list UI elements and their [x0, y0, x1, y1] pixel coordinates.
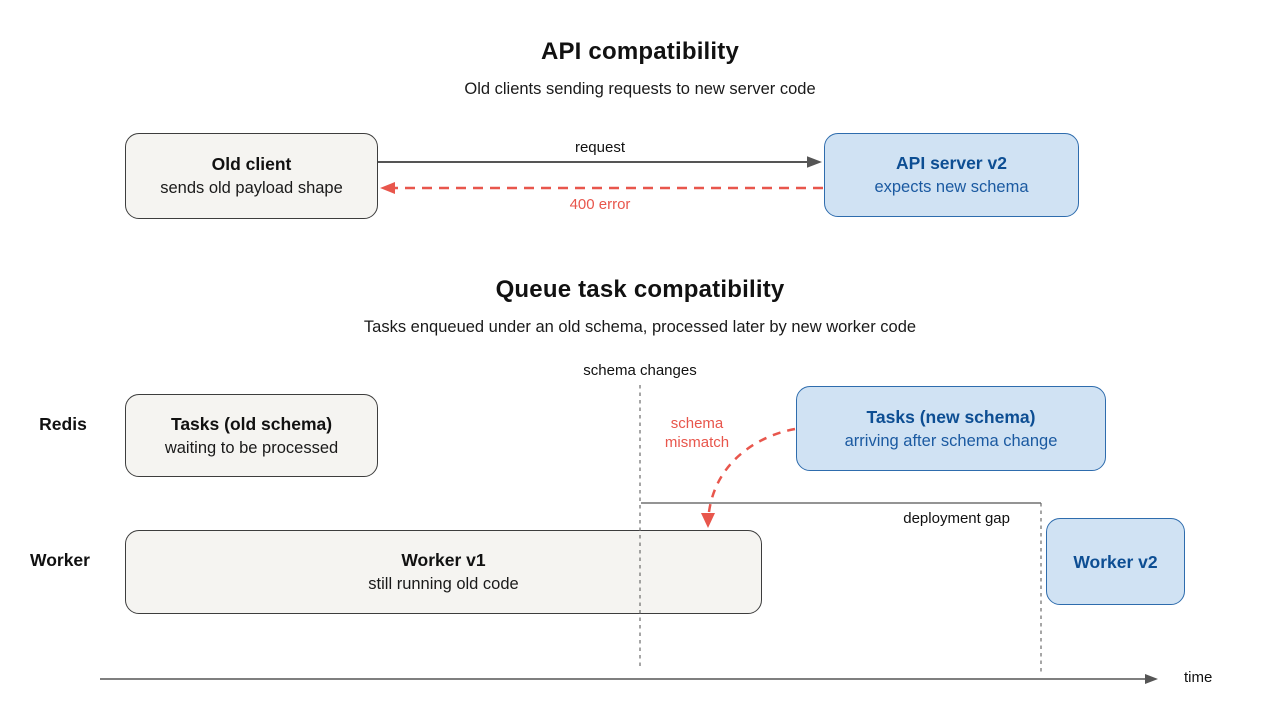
- worker-v1-title: Worker v1: [401, 550, 486, 570]
- error-arrow-label: 400 error: [569, 196, 631, 213]
- lane-label-redis: Redis: [39, 414, 87, 434]
- time-axis-arrowhead-icon: [1145, 674, 1158, 684]
- api-section-subtitle: Old clients sending requests to new serv…: [464, 80, 816, 98]
- error-arrowhead-icon: [380, 182, 395, 194]
- schema-mismatch-line1: schema: [670, 415, 724, 432]
- old-client-title: Old client: [211, 154, 292, 174]
- schema-changes-label: schema changes: [583, 362, 697, 379]
- api-section-title: API compatibility: [540, 38, 740, 65]
- queue-section-subtitle: Tasks enqueued under an old schema, proc…: [363, 318, 917, 336]
- old-client-box: Old client sends old payload shape: [125, 133, 378, 219]
- time-axis-label: time: [1184, 669, 1213, 686]
- lane-label-worker: Worker: [30, 550, 90, 570]
- tasks-new-schema-subtitle: arriving after schema change: [844, 431, 1058, 450]
- deployment-gap-label: deployment gap: [903, 510, 1010, 527]
- schema-mismatch-line2: mismatch: [664, 434, 730, 451]
- tasks-old-schema-title: Tasks (old schema): [170, 413, 333, 434]
- request-arrow-label: request: [574, 139, 626, 156]
- tasks-old-schema-subtitle: waiting to be processed: [164, 438, 339, 457]
- queue-section-title: Queue task compatibility: [495, 276, 785, 303]
- worker-v2-title: Worker v2: [1073, 551, 1158, 572]
- worker-v2-box: Worker v2: [1046, 518, 1185, 605]
- tasks-new-schema-box: Tasks (new schema) arriving after schema…: [796, 386, 1106, 471]
- old-client-subtitle: sends old payload shape: [160, 179, 343, 197]
- worker-v1-subtitle: still running old code: [368, 575, 519, 593]
- api-server-v2-box: API server v2 expects new schema: [824, 133, 1079, 217]
- api-server-v2-title: API server v2: [896, 153, 1007, 173]
- api-server-v2-subtitle: expects new schema: [874, 178, 1029, 196]
- request-arrowhead-icon: [807, 156, 822, 168]
- worker-v1-box: Worker v1 still running old code: [125, 530, 762, 614]
- schema-mismatch-label: schema mismatch: [647, 414, 747, 452]
- tasks-new-schema-title: Tasks (new schema): [866, 406, 1036, 427]
- schema-mismatch-arrowhead-icon: [701, 513, 715, 528]
- tasks-old-schema-box: Tasks (old schema) waiting to be process…: [125, 394, 378, 477]
